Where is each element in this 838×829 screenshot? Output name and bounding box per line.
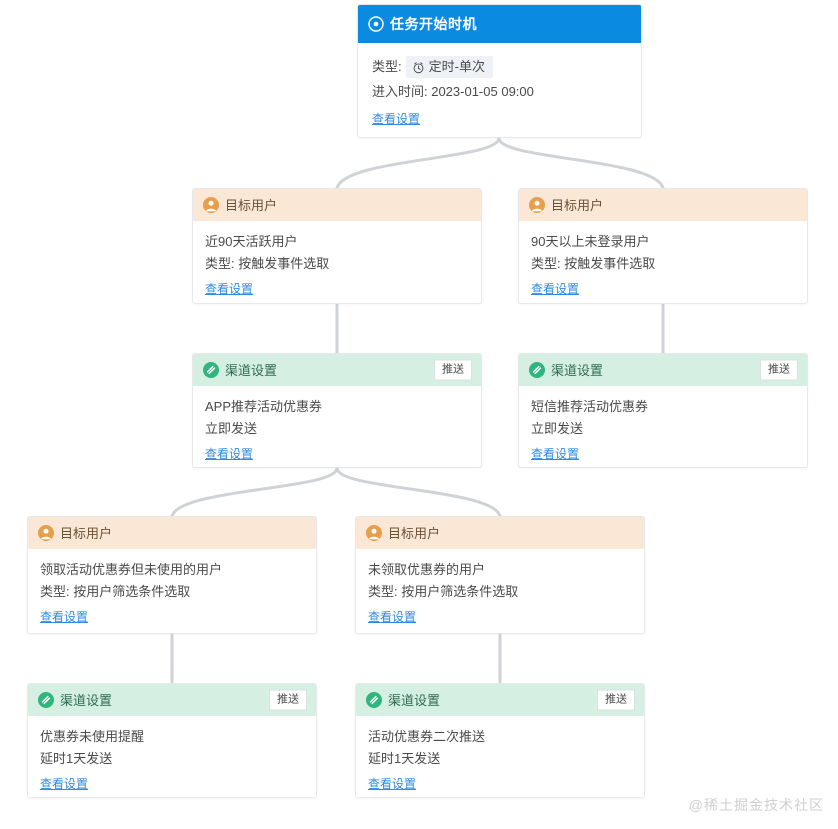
node-header: 渠道设置 推送 — [519, 354, 807, 386]
node-body: 领取活动优惠券但未使用的用户 类型: 按用户筛选条件选取 查看设置 — [28, 549, 316, 633]
user-circle-icon — [203, 197, 219, 213]
channel-name-text: 活动优惠券二次推送 — [368, 729, 486, 744]
user-circle-icon — [529, 197, 545, 213]
trigger-type-value: 定时-单次 — [428, 59, 485, 74]
target-type-text: 类型: 按用户筛选条件选取 — [368, 584, 519, 599]
view-settings-link[interactable]: 查看设置 — [372, 112, 421, 126]
node-channel-sms-coupon[interactable]: 渠道设置 推送 短信推荐活动优惠券 立即发送 查看设置 — [518, 353, 808, 468]
channel-name-text: APP推荐活动优惠券 — [205, 399, 323, 414]
node-header: 目标用户 — [356, 517, 644, 549]
node-title: 渠道设置 — [388, 692, 441, 708]
trigger-type-row: 类型: 定时-单次 — [372, 55, 627, 79]
node-title: 目标用户 — [60, 525, 113, 541]
node-header: 目标用户 — [28, 517, 316, 549]
trigger-type-chip: 定时-单次 — [405, 56, 493, 78]
channel-badge: 推送 — [760, 359, 798, 381]
target-type-text: 类型: 按用户筛选条件选取 — [40, 584, 191, 599]
node-channel-app-coupon[interactable]: 渠道设置 推送 APP推荐活动优惠券 立即发送 查看设置 — [192, 353, 482, 468]
view-settings-link[interactable]: 查看设置 — [368, 777, 417, 791]
node-body: 短信推荐活动优惠券 立即发送 查看设置 — [519, 386, 807, 467]
channel-icon — [366, 692, 382, 708]
channel-timing-text: 延时1天发送 — [40, 751, 113, 766]
view-settings-link[interactable]: 查看设置 — [531, 447, 580, 461]
node-title: 目标用户 — [388, 525, 441, 541]
watermark: @稀土掘金技术社区 — [688, 797, 824, 813]
node-body: APP推荐活动优惠券 立即发送 查看设置 — [193, 386, 481, 467]
target-name-text: 领取活动优惠券但未使用的用户 — [40, 562, 223, 577]
view-settings-link[interactable]: 查看设置 — [205, 447, 254, 461]
node-body: 活动优惠券二次推送 延时1天发送 查看设置 — [356, 716, 644, 797]
enter-time-text: 进入时间: 2023-01-05 09:00 — [372, 84, 534, 99]
node-target-user-active-90d[interactable]: 目标用户 近90天活跃用户 类型: 按触发事件选取 查看设置 — [192, 188, 482, 304]
node-header: 目标用户 — [519, 189, 807, 221]
channel-badge: 推送 — [269, 689, 307, 711]
clock-circle-icon — [368, 16, 384, 32]
alarm-clock-icon — [413, 61, 424, 73]
node-header: 渠道设置 推送 — [28, 684, 316, 716]
edge-channel-a-to-target-d — [335, 466, 502, 518]
view-settings-link[interactable]: 查看设置 — [40, 610, 89, 624]
node-task-start-trigger[interactable]: 任务开始时机 类型: 定时-单次 进入时间: 2023-01-05 09:00 … — [357, 4, 642, 138]
target-type-text: 类型: 按触发事件选取 — [531, 256, 656, 271]
node-header: 目标用户 — [193, 189, 481, 221]
node-target-user-no-coupon[interactable]: 目标用户 未领取优惠券的用户 类型: 按用户筛选条件选取 查看设置 — [355, 516, 645, 634]
view-settings-link[interactable]: 查看设置 — [40, 777, 89, 791]
node-title: 任务开始时机 — [390, 16, 477, 32]
node-title: 渠道设置 — [225, 362, 278, 378]
node-header: 渠道设置 推送 — [356, 684, 644, 716]
node-channel-coupon-second-push[interactable]: 渠道设置 推送 活动优惠券二次推送 延时1天发送 查看设置 — [355, 683, 645, 798]
channel-icon — [38, 692, 54, 708]
user-circle-icon — [366, 525, 382, 541]
node-body: 近90天活跃用户 类型: 按触发事件选取 查看设置 — [193, 221, 481, 303]
node-header: 任务开始时机 — [358, 5, 641, 43]
target-name-text: 90天以上未登录用户 — [531, 234, 650, 249]
node-header: 渠道设置 推送 — [193, 354, 481, 386]
user-circle-icon — [38, 525, 54, 541]
node-title: 目标用户 — [551, 197, 604, 213]
edge-start-to-target-b — [497, 136, 665, 190]
channel-name-text: 短信推荐活动优惠券 — [531, 399, 649, 414]
edge-start-to-target-a — [335, 136, 501, 190]
target-name-text: 近90天活跃用户 — [205, 234, 298, 249]
channel-timing-text: 立即发送 — [531, 421, 584, 436]
view-settings-link[interactable]: 查看设置 — [205, 282, 254, 296]
node-body: 未领取优惠券的用户 类型: 按用户筛选条件选取 查看设置 — [356, 549, 644, 633]
view-settings-link[interactable]: 查看设置 — [531, 282, 580, 296]
target-name-text: 未领取优惠券的用户 — [368, 562, 486, 577]
node-target-user-coupon-unused[interactable]: 目标用户 领取活动优惠券但未使用的用户 类型: 按用户筛选条件选取 查看设置 — [27, 516, 317, 634]
channel-badge: 推送 — [597, 689, 635, 711]
channel-name-text: 优惠券未使用提醒 — [40, 729, 145, 744]
channel-badge: 推送 — [434, 359, 472, 381]
node-target-user-inactive-90d[interactable]: 目标用户 90天以上未登录用户 类型: 按触发事件选取 查看设置 — [518, 188, 808, 304]
node-title: 目标用户 — [225, 197, 278, 213]
node-channel-coupon-reminder[interactable]: 渠道设置 推送 优惠券未使用提醒 延时1天发送 查看设置 — [27, 683, 317, 798]
view-settings-link[interactable]: 查看设置 — [368, 610, 417, 624]
channel-timing-text: 延时1天发送 — [368, 751, 441, 766]
channel-timing-text: 立即发送 — [205, 421, 258, 436]
node-title: 渠道设置 — [551, 362, 604, 378]
channel-icon — [529, 362, 545, 378]
channel-icon — [203, 362, 219, 378]
node-title: 渠道设置 — [60, 692, 113, 708]
type-label: 类型: — [372, 59, 402, 74]
node-body: 90天以上未登录用户 类型: 按触发事件选取 查看设置 — [519, 221, 807, 303]
target-type-text: 类型: 按触发事件选取 — [205, 256, 330, 271]
node-body: 优惠券未使用提醒 延时1天发送 查看设置 — [28, 716, 316, 797]
node-body: 类型: 定时-单次 进入时间: 2023-01-05 09:00 查看设置 — [358, 43, 641, 137]
edge-channel-a-to-target-c — [170, 466, 339, 518]
